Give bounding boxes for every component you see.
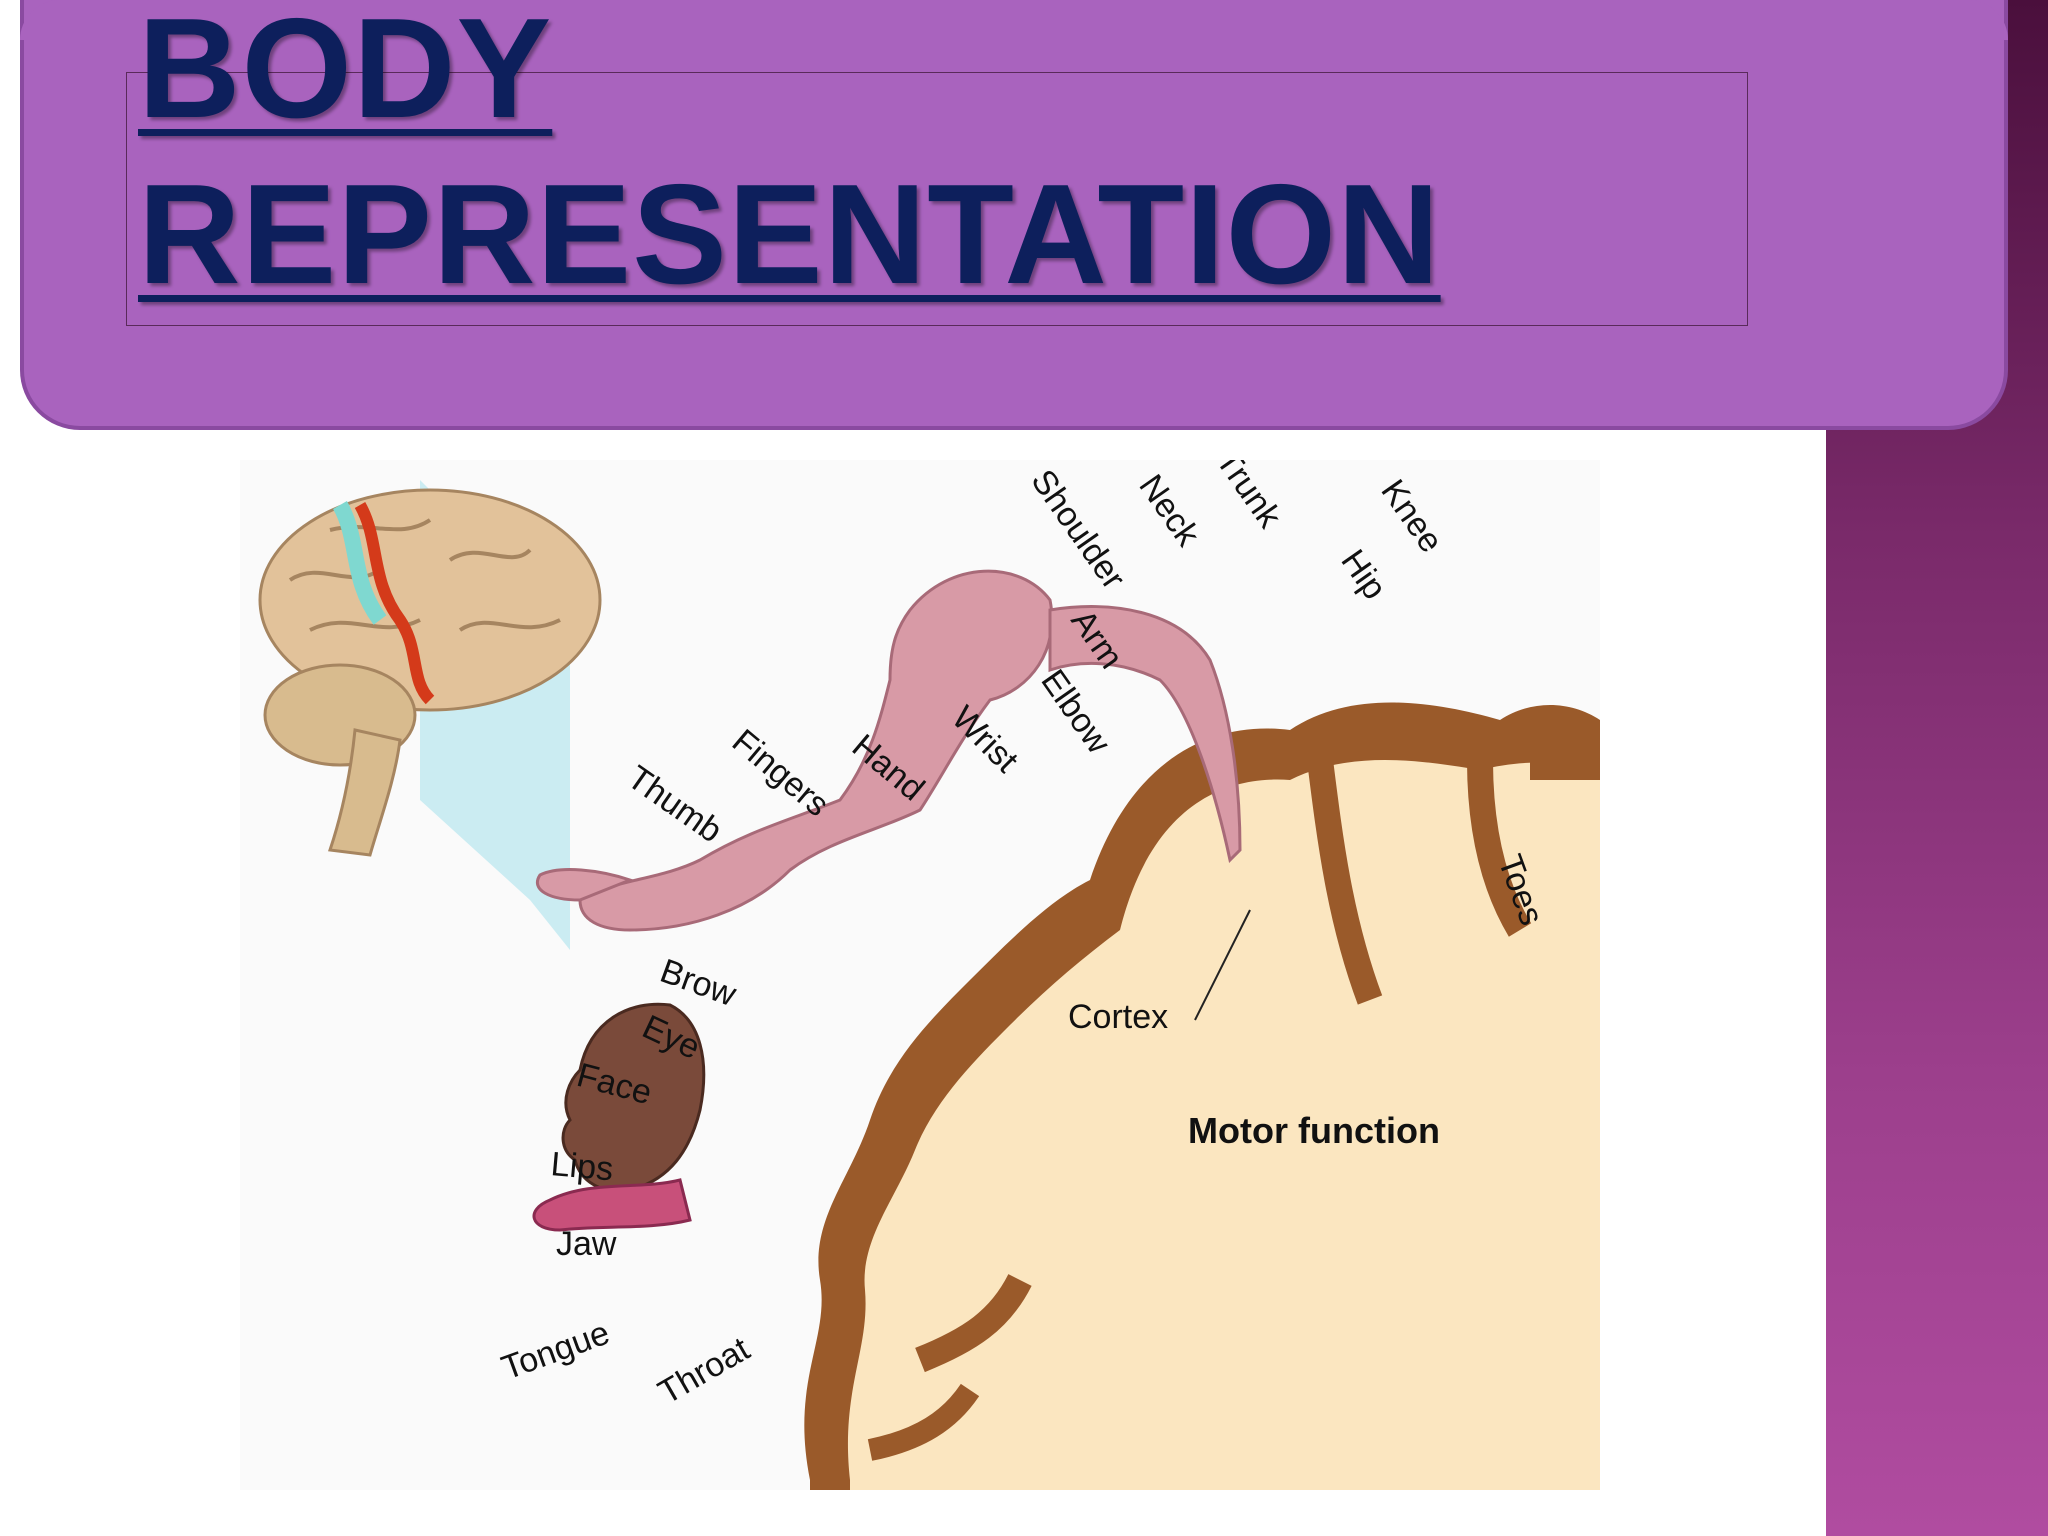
caption-motor-function: Motor function (1188, 1110, 1440, 1151)
homunculus-illustration: Shoulder Neck Trunk Knee Hip Arm Elbow W… (230, 460, 1600, 1500)
motor-homunculus-figure: Shoulder Neck Trunk Knee Hip Arm Elbow W… (230, 460, 1600, 1500)
title-line-1: BODY (138, 0, 552, 148)
label-lips: Lips (549, 1145, 614, 1188)
label-jaw: Jaw (556, 1225, 617, 1263)
label-cortex: Cortex (1068, 998, 1168, 1036)
title-line-2: REPRESENTATION (138, 155, 1441, 314)
